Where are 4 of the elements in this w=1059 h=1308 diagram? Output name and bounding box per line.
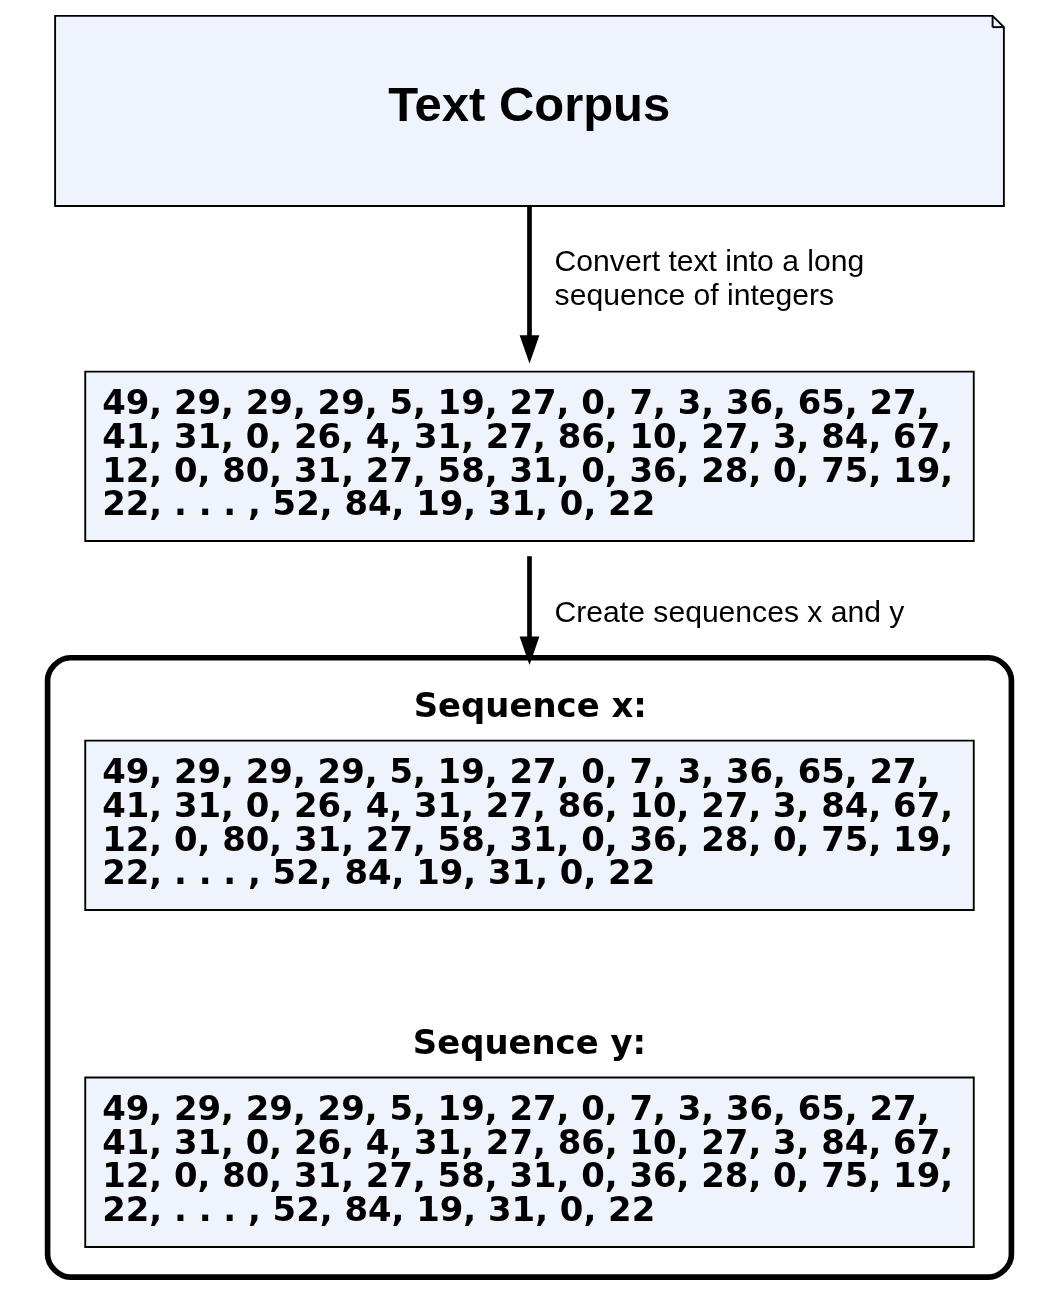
node-label: Sequence x: xyxy=(413,685,647,725)
edge-label: Convert text into a long sequence of integers xyxy=(554,244,865,312)
node-label: Sequence y: xyxy=(412,1022,647,1062)
edge-label: Create sequences x and y xyxy=(554,594,905,628)
